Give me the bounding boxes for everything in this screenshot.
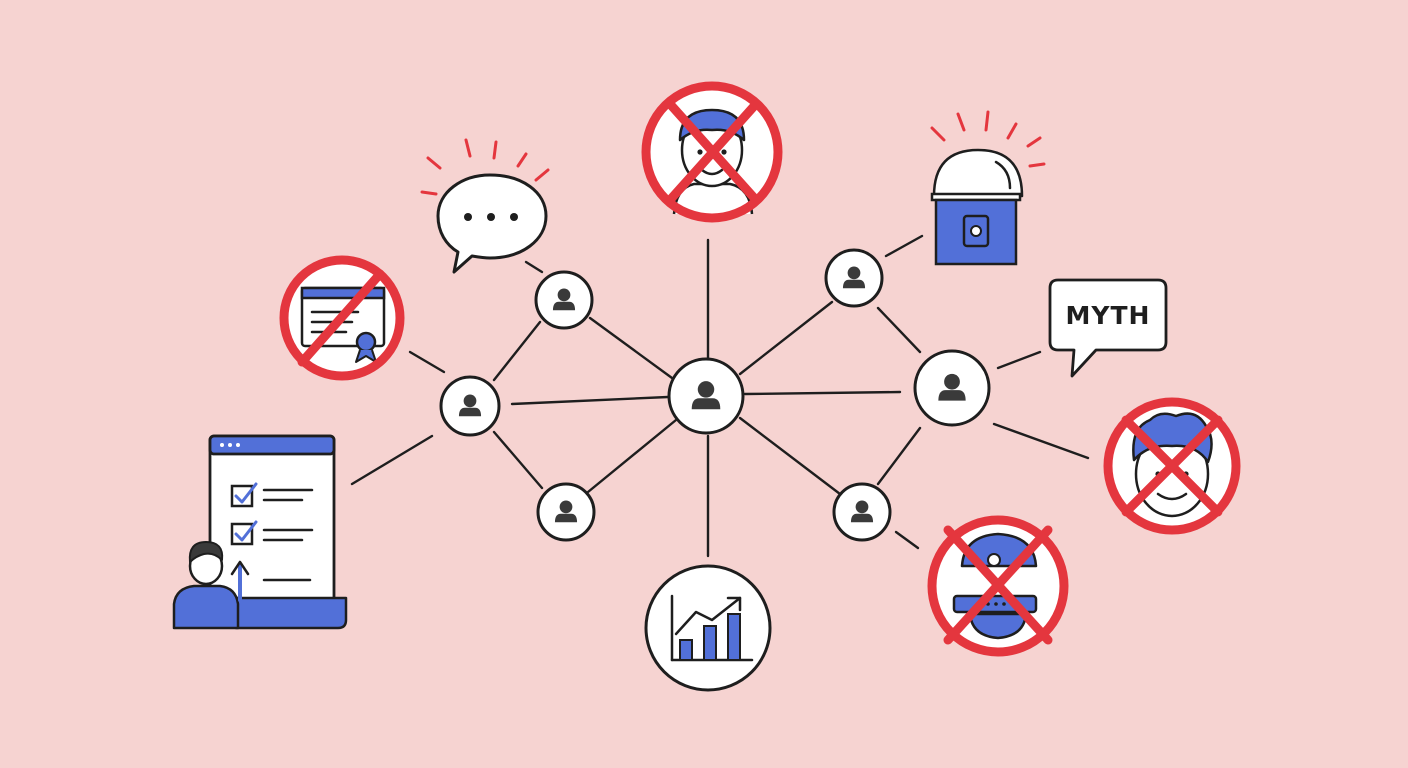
- connections: [350, 234, 1090, 558]
- connector-line: [738, 416, 842, 496]
- connector-line: [738, 300, 834, 376]
- speech-bubble-ellipsis-icon: [420, 138, 550, 274]
- banned-robot-icon: [927, 515, 1069, 657]
- person-node-right-mid: [913, 349, 991, 427]
- myth-label: MYTH: [1066, 301, 1151, 330]
- connector-line: [586, 418, 678, 494]
- banned-person-icon: [641, 81, 783, 223]
- person-node-right-top: [824, 248, 884, 308]
- connector-line: [884, 234, 924, 258]
- growth-chart-icon: [644, 564, 772, 692]
- person-node-left-top: [534, 270, 594, 330]
- person-node-left-mid: [439, 375, 501, 437]
- connector-line: [876, 426, 922, 486]
- connector-line: [492, 430, 544, 490]
- connector-line: [996, 350, 1042, 370]
- myth-speech-bubble-icon: MYTH: [1048, 278, 1168, 378]
- connector-line: [524, 260, 544, 274]
- connector-line: [492, 320, 542, 382]
- alarm-lock-icon: [930, 110, 1046, 266]
- banned-face-icon: [1103, 397, 1241, 535]
- banned-document-icon: [279, 255, 405, 381]
- person-node-left-bottom: [536, 482, 596, 542]
- connector-line: [350, 434, 434, 486]
- person-node-right-bottom: [832, 482, 892, 542]
- connector-line: [408, 350, 446, 374]
- connector-line: [588, 316, 674, 380]
- connector-line: [743, 390, 902, 396]
- connector-line: [510, 395, 670, 406]
- connector-line: [894, 530, 920, 550]
- connector-line: [992, 422, 1090, 460]
- hub-center-node: [667, 357, 745, 435]
- connector-line: [876, 306, 922, 354]
- checklist-user-icon: [172, 434, 348, 630]
